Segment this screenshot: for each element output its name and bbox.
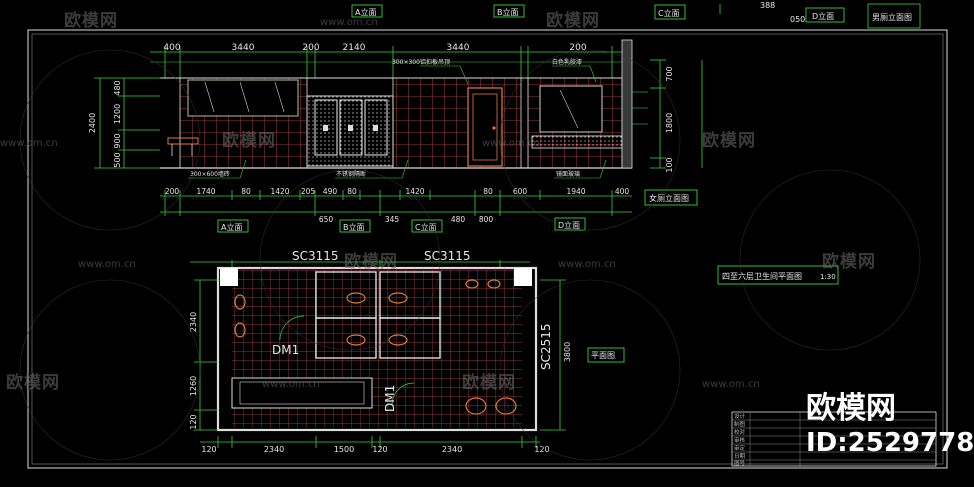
tag-d-top: D立面 bbox=[812, 11, 834, 21]
bottom-dim-5: 205 bbox=[301, 187, 316, 196]
tag-c-bottom: C立面 bbox=[415, 222, 437, 232]
top-right-number-1: 388 bbox=[760, 1, 775, 10]
elevation-drawing: 400 3440 200 2140 3440 200 2400 480 1200… bbox=[88, 1, 921, 233]
bottom-dim-2: 1740 bbox=[196, 187, 215, 196]
bottom-dim-3: 80 bbox=[241, 187, 251, 196]
title-row-5: 审定 bbox=[734, 444, 746, 452]
watermark-url-7: www.om.cn bbox=[702, 379, 760, 390]
right-dim-3: 100 bbox=[665, 157, 674, 172]
tag-a-top: A立面 bbox=[355, 7, 376, 17]
watermark-url-2: www.om.cn bbox=[0, 138, 58, 149]
watermark-6: 欧模网 bbox=[822, 252, 876, 272]
title-row-3: 校对 bbox=[734, 428, 746, 436]
plan-drawing-label: 四至六层卫生间平面图 bbox=[722, 271, 802, 281]
top-dim-4: 2140 bbox=[343, 43, 366, 53]
watermark-7: 欧模网 bbox=[6, 373, 60, 393]
top-dim-1: 400 bbox=[163, 43, 180, 53]
watermark-1: 欧模网 bbox=[64, 11, 118, 31]
top-dim-3: 200 bbox=[302, 43, 319, 53]
bottom-dim-16: 800 bbox=[479, 215, 494, 224]
window-code-3: SC2515 bbox=[539, 323, 553, 370]
left-dim-1: 480 bbox=[113, 80, 122, 95]
plan-drawing: SC3115 SC3115 SC2515 D bbox=[189, 249, 839, 454]
brand-id: ID:2529778 bbox=[806, 428, 974, 458]
plan-left-dim-1: 2340 bbox=[189, 312, 198, 332]
right-dim-1: 700 bbox=[665, 66, 674, 81]
bottom-dim-13: 650 bbox=[319, 215, 334, 224]
bottom-dim-8: 1420 bbox=[405, 187, 424, 196]
plan-bottom-dim-2: 2340 bbox=[264, 445, 284, 454]
tag-c-top: C立面 bbox=[658, 8, 680, 18]
plan-bottom-dim-3: 1500 bbox=[334, 445, 354, 454]
plan-scale: 1:30 bbox=[820, 273, 836, 281]
sheet-frame bbox=[27, 29, 948, 469]
top-right-number-2: 050 bbox=[790, 15, 805, 24]
title-block: 设计 制图 校对 审核 审定 日期 图号 bbox=[731, 411, 937, 467]
left-total-dim: 2400 bbox=[88, 113, 97, 133]
bottom-dim-11: 1940 bbox=[566, 187, 585, 196]
tag-a-bottom: A立面 bbox=[221, 222, 242, 232]
right-dim-2: 1800 bbox=[665, 113, 674, 133]
left-dim-4: 500 bbox=[113, 152, 122, 167]
tag-b-top: B立面 bbox=[497, 7, 519, 17]
title-row-2: 制图 bbox=[734, 420, 746, 428]
watermark-5: 欧模网 bbox=[344, 252, 398, 272]
bottom-dim-12: 400 bbox=[615, 187, 630, 196]
plan-left-dim-3: 120 bbox=[189, 414, 198, 429]
left-dim-3: 900 bbox=[113, 133, 122, 148]
watermark-url-4: www.om.cn bbox=[78, 259, 136, 270]
plan-bottom-dim-4: 120 bbox=[372, 445, 387, 454]
note-wall-paint: 白色乳胶漆 bbox=[552, 58, 582, 66]
door-code-2: DM1 bbox=[383, 385, 397, 412]
window-code-1: SC3115 bbox=[292, 249, 339, 263]
watermark-url-5: www.om.cn bbox=[558, 259, 616, 270]
bottom-dim-6: 490 bbox=[323, 187, 338, 196]
plan-title: 平面图 bbox=[591, 351, 615, 360]
window-code-2: SC3115 bbox=[424, 249, 471, 263]
title-row-7: 图号 bbox=[734, 459, 746, 467]
bottom-dim-9: 80 bbox=[483, 187, 493, 196]
watermark-3: 欧模网 bbox=[222, 131, 276, 151]
top-right-title: 男厕立面图 bbox=[872, 12, 912, 22]
watermark-2: 欧模网 bbox=[546, 11, 600, 31]
note-wall-tile-a: 300×600墙砖 bbox=[190, 170, 230, 178]
bottom-dim-15: 480 bbox=[451, 215, 466, 224]
title-row-1: 设计 bbox=[734, 412, 746, 420]
title-row-4: 审核 bbox=[734, 436, 746, 444]
bottom-dim-1: 200 bbox=[165, 187, 180, 196]
note-mirror: 镜面玻璃 bbox=[556, 170, 580, 178]
bottom-dim-7: 80 bbox=[347, 187, 357, 196]
watermark-4: 欧模网 bbox=[702, 131, 756, 151]
top-dim-2: 3440 bbox=[232, 43, 255, 53]
plan-bottom-dim-5: 2340 bbox=[442, 445, 462, 454]
tag-b-bottom: B立面 bbox=[343, 222, 365, 232]
plan-right-dim: 3800 bbox=[563, 342, 572, 362]
watermark-url-6: www.om.cn bbox=[262, 379, 320, 390]
title-row-6: 日期 bbox=[734, 453, 746, 460]
plan-left-dim-2: 1260 bbox=[189, 376, 198, 396]
plan-bottom-dim-6: 120 bbox=[534, 445, 549, 454]
watermark-8: 欧模网 bbox=[462, 373, 516, 393]
brand-name: 欧模网 bbox=[806, 391, 896, 426]
left-dim-2: 1200 bbox=[113, 104, 122, 124]
top-dim-6: 200 bbox=[569, 43, 586, 53]
watermark-url-3: www.om.cn bbox=[482, 138, 540, 149]
bottom-dim-14: 345 bbox=[385, 215, 400, 224]
bottom-dim-4: 1420 bbox=[270, 187, 289, 196]
elevation-title: 女厕立面图 bbox=[649, 193, 689, 203]
watermark-url-1: www.om.cn bbox=[320, 17, 378, 28]
note-tile-size: 300×300 bbox=[392, 59, 420, 66]
note-partition: 不锈钢隔断 bbox=[336, 170, 366, 178]
note-ceiling: 铝扣板吊顶 bbox=[420, 58, 450, 66]
door-code-1: DM1 bbox=[272, 343, 299, 357]
plan-bottom-dim-1: 120 bbox=[201, 445, 216, 454]
top-dim-5: 3440 bbox=[447, 43, 470, 53]
bottom-dim-10: 600 bbox=[513, 187, 528, 196]
tag-d-bottom: D立面 bbox=[558, 220, 580, 230]
